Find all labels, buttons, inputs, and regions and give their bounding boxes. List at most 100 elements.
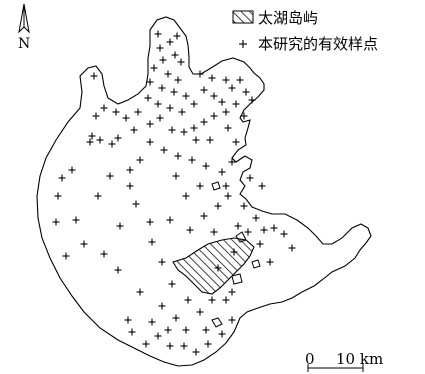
sample-point — [146, 218, 154, 226]
sample-point — [116, 222, 124, 230]
sample-point — [202, 162, 210, 170]
sample-point — [172, 314, 180, 322]
sample-point — [196, 308, 204, 316]
sample-point — [100, 250, 108, 258]
north-label: N — [18, 36, 30, 52]
sample-point — [100, 104, 108, 112]
islet — [211, 317, 223, 328]
sample-point — [280, 230, 288, 238]
sample-point — [180, 342, 188, 350]
islet — [211, 181, 221, 191]
sample-point — [214, 264, 222, 272]
sample-point — [222, 76, 230, 84]
sample-point — [260, 226, 268, 234]
sample-point — [114, 134, 122, 142]
sample-point — [240, 202, 248, 210]
sample-point — [68, 166, 76, 174]
sample-point — [174, 76, 182, 84]
sample-point — [148, 238, 156, 246]
sample-point — [148, 318, 156, 326]
sample-point — [214, 202, 222, 210]
sample-point — [136, 288, 144, 296]
sample-point — [258, 182, 266, 190]
sample-point — [182, 326, 190, 334]
sample-point — [171, 51, 179, 59]
sample-point — [58, 174, 66, 182]
sample-point — [154, 100, 162, 108]
sample-point — [154, 332, 162, 340]
islet — [231, 273, 243, 285]
sample-point — [108, 140, 116, 148]
sample-point — [246, 174, 254, 182]
legend: 太湖岛屿 本研究的有效样点 — [232, 9, 378, 53]
sample-point — [208, 74, 216, 82]
sample-point — [266, 258, 274, 266]
sample-point — [156, 114, 164, 122]
sample-point — [218, 330, 226, 338]
scale-end-label: 10 km — [336, 350, 383, 368]
sample-point — [159, 56, 167, 64]
sample-point — [94, 192, 102, 200]
sample-point — [132, 200, 140, 208]
sample-point — [204, 340, 212, 348]
sample-point — [222, 182, 230, 190]
sample-point — [170, 88, 178, 96]
lake-outline — [36, 16, 372, 367]
islet — [251, 259, 261, 269]
sample-point — [166, 216, 174, 224]
sample-point — [232, 100, 240, 108]
sample-point — [210, 228, 218, 236]
sample-point — [228, 288, 236, 296]
sample-point — [248, 96, 256, 104]
island-hatched — [172, 237, 255, 295]
sample-point — [200, 86, 208, 94]
sample-point — [164, 326, 172, 334]
scale-start-label: 0 — [305, 350, 315, 368]
sample-point — [158, 84, 166, 92]
sample-points — [52, 30, 296, 356]
sample-point — [174, 152, 182, 160]
sample-point — [196, 70, 204, 78]
sample-point — [202, 326, 210, 334]
sample-point — [134, 108, 142, 116]
sample-point — [173, 32, 181, 40]
sample-point — [54, 192, 62, 200]
sample-point — [96, 136, 104, 144]
sample-point — [190, 100, 198, 108]
sample-point — [164, 70, 172, 78]
sample-point — [158, 258, 166, 266]
sample-point — [146, 120, 154, 128]
sample-point — [192, 136, 200, 144]
sample-point — [180, 128, 188, 136]
sample-point — [154, 30, 162, 38]
sample-point — [234, 222, 242, 230]
sample-point — [112, 108, 120, 116]
sample-point — [130, 126, 138, 134]
sample-point — [136, 156, 144, 164]
sample-point — [270, 224, 278, 232]
sample-point — [122, 114, 130, 122]
sample-point — [256, 240, 264, 248]
scale-bar: 0 10 km — [305, 350, 383, 372]
sample-point — [168, 126, 176, 134]
sample-point — [200, 118, 208, 126]
sample-point — [62, 252, 70, 260]
sample-point — [168, 280, 176, 288]
sample-point — [206, 136, 214, 144]
sample-point — [144, 94, 152, 102]
sample-point — [166, 342, 174, 350]
sample-point — [232, 138, 240, 146]
sample-point — [224, 124, 232, 132]
sample-point — [166, 38, 174, 46]
sample-point — [126, 166, 134, 174]
legend-island-swatch — [232, 10, 254, 24]
sample-point — [128, 328, 136, 336]
legend-sample-label: 本研究的有效样点 — [258, 35, 378, 53]
sample-point — [150, 64, 158, 72]
sample-point — [114, 266, 122, 274]
sample-point — [288, 244, 296, 252]
sample-point — [218, 98, 226, 106]
sample-point — [86, 138, 94, 146]
sample-point — [228, 158, 236, 166]
